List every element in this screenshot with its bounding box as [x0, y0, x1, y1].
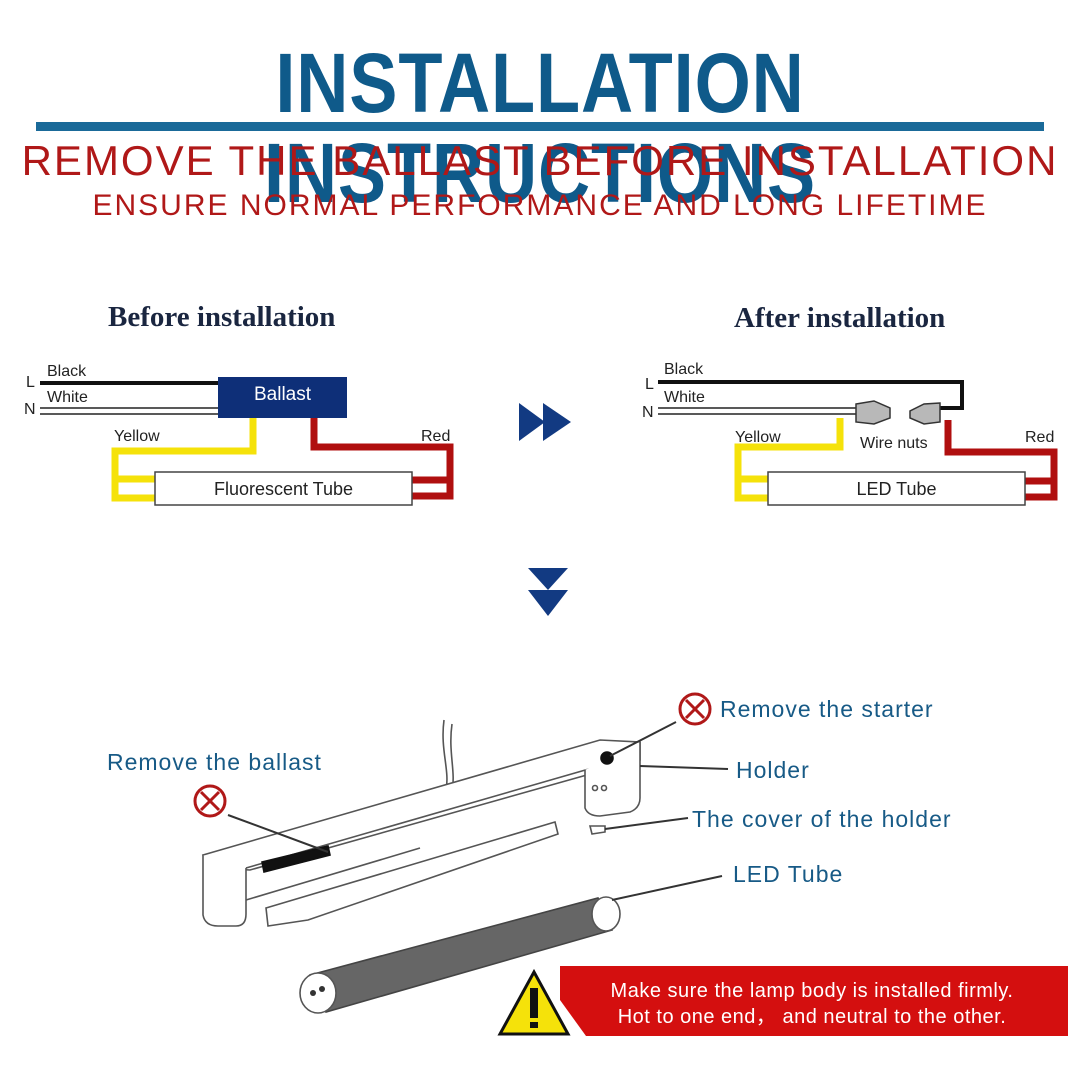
hanging-cable: [442, 719, 448, 791]
before-neutral-letter: N: [24, 401, 36, 418]
holder-leader: [639, 765, 729, 770]
tube-leader: [611, 875, 723, 901]
fluorescent-tube-label: Fluorescent Tube: [213, 479, 354, 499]
after-line-letter: L: [645, 376, 654, 393]
after-neutral-letter: N: [642, 404, 654, 421]
fixture-left-end: [202, 855, 247, 927]
no-entry-icon-ballast: [193, 784, 227, 818]
ballast-label: Ballast: [253, 384, 312, 405]
page-tagline: ENSURE NORMAL PERFORMANCE AND LONG LIFET…: [92, 189, 988, 222]
before-red-wire: [310, 418, 454, 500]
after-black-label: Black: [664, 361, 704, 378]
before-line-letter: L: [26, 374, 35, 391]
down-arrow-icon: [528, 568, 568, 616]
holder-cover-end: [588, 825, 606, 835]
led-tube-illustration: [299, 896, 621, 1014]
before-black-label: Black: [47, 363, 87, 380]
after-white-label: White: [664, 389, 705, 406]
fluorescent-tube: [154, 471, 413, 506]
holder-label: Holder: [736, 757, 810, 783]
holder-pin-2: [600, 784, 608, 792]
holder-cover: [265, 820, 559, 927]
title-divider: [36, 122, 1044, 131]
ballast-box: [218, 377, 347, 418]
page-subtitle: REMOVE THE BALLAST BEFORE INSTALLATION: [21, 137, 1059, 184]
after-yellow-wire: [734, 418, 844, 502]
before-wiring: [40, 377, 454, 506]
wire-nuts-label: Wire nuts: [860, 435, 928, 452]
led-tube-label: LED Tube: [733, 861, 844, 887]
before-white-label: White: [47, 389, 88, 406]
after-wiring: [658, 380, 1058, 506]
warning-banner: [560, 966, 1068, 1036]
holder-end: [584, 742, 641, 817]
led-tube-diagram: [767, 471, 1026, 506]
after-yellow-label: Yellow: [735, 429, 781, 446]
cover-leader: [604, 817, 689, 830]
fixture-lower-edge: [245, 847, 421, 901]
before-yellow-wire: [111, 418, 257, 502]
before-yellow-label: Yellow: [114, 428, 160, 445]
ballast-leader: [227, 814, 329, 853]
holder-pin-1: [591, 784, 599, 792]
hanging-cable-2: [450, 723, 454, 791]
led-tube-diagram-label: LED Tube: [856, 479, 937, 499]
wire-nut-right: [909, 402, 941, 425]
wire-nut-left: [855, 400, 891, 425]
warning-line-1: Make sure the lamp body is installed fir…: [610, 980, 1014, 1002]
after-black-wire: [658, 380, 964, 410]
remove-starter-label: Remove the starter: [720, 696, 934, 722]
warning-line-2: Hot to one end， and neutral to the other…: [617, 1006, 1007, 1028]
warning-message: Make sure the lamp body is installed fir…: [566, 978, 1058, 1030]
fixture-illustration: [201, 719, 729, 1014]
page-title: INSTALLATION INSTRUCTIONS: [263, 36, 817, 220]
fast-forward-icon: [519, 403, 571, 441]
no-entry-icon: [678, 692, 712, 726]
before-red-label: Red: [421, 428, 451, 445]
ballast-bar: [261, 845, 331, 873]
after-red-wire: [944, 420, 1058, 501]
holder-cover-label: The cover of the holder: [692, 806, 952, 832]
starter-dot: [600, 751, 614, 765]
warning-triangle-icon: [497, 968, 571, 1036]
before-heading: Before installation: [108, 301, 336, 333]
after-red-label: Red: [1025, 429, 1055, 446]
remove-ballast-label: Remove the ballast: [107, 749, 322, 775]
after-heading: After installation: [734, 302, 946, 334]
starter-leader: [609, 721, 677, 757]
